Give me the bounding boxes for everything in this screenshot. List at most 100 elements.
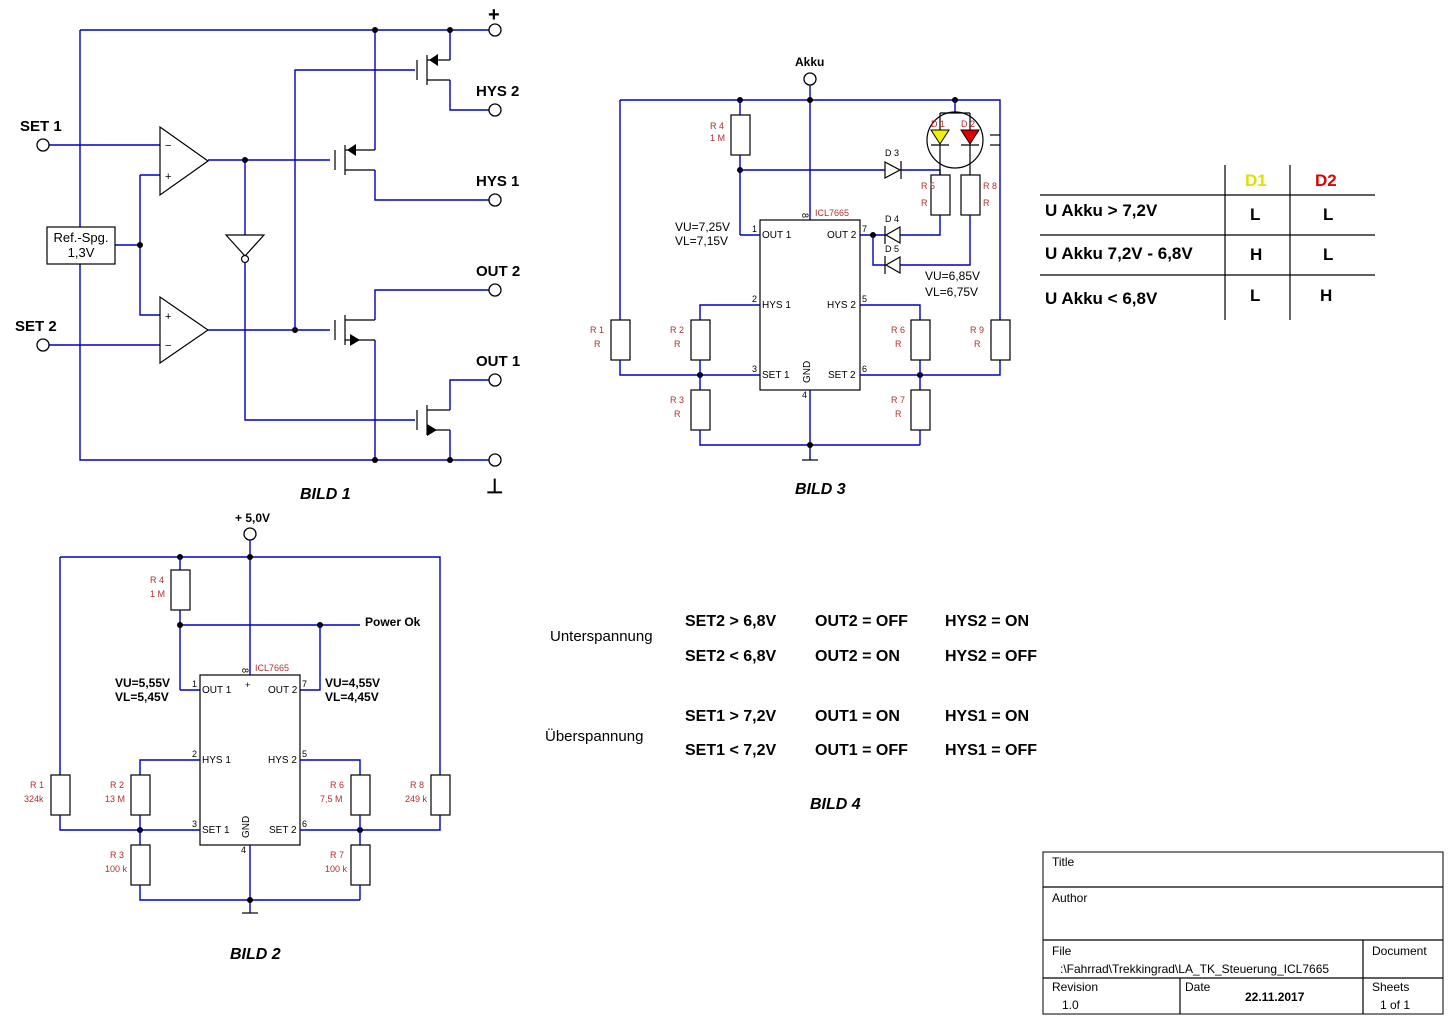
bild3-r6 — [910, 319, 931, 361]
bild3-out1-pin: OUT 1 — [762, 230, 792, 241]
bild3-r7-value: R — [895, 409, 902, 419]
dual-led-d1-d2: D 1 D 2 — [926, 100, 1000, 175]
plus-label: + — [488, 4, 500, 26]
bild4-r1-c1: SET2 > 6,8V — [685, 613, 776, 630]
led-d1-yellow — [930, 129, 950, 145]
comparator-1 — [159, 125, 210, 197]
tb-sheets-value: 1 of 1 — [1380, 998, 1410, 1012]
bild3-pin3: 3 — [752, 364, 757, 374]
bild3-icl7665 — [759, 219, 861, 391]
bild2-r1-name: R 1 — [30, 780, 44, 790]
truth-row2-d1: H — [1250, 245, 1262, 264]
bild4-r4-c3: HYS1 = OFF — [945, 742, 1037, 759]
truth-row1-d1: L — [1250, 205, 1260, 224]
out2-label: OUT 2 — [476, 263, 520, 280]
bild3-battery-monitor: Akku R 4 1 M D 3 ICL7665 8 OUT 1 OUT 2 H… — [590, 55, 1011, 498]
bild3-out2-pin: OUT 2 — [827, 230, 857, 241]
bild3-r7-name: R 7 — [891, 395, 905, 405]
bild3-r3-value: R — [674, 409, 681, 419]
bild2-set1-pin: SET 1 — [202, 825, 230, 836]
bild3-r8-value: R — [983, 198, 990, 208]
bild4-r3-c3: HYS1 = ON — [945, 708, 1029, 725]
truth-row1-label: U Akku > 7,2V — [1045, 201, 1158, 220]
bild2-vl-left: VL=5,45V — [115, 690, 169, 704]
bild3-ic-name: ICL7665 — [815, 208, 849, 218]
comp1-minus: − — [165, 140, 171, 152]
comparator-2 — [159, 295, 210, 365]
inverter — [224, 234, 266, 257]
tb-sheets-label: Sheets — [1372, 980, 1409, 994]
bild4-r2-c3: HYS2 = OFF — [945, 648, 1037, 665]
reference-voltage-box — [46, 226, 116, 265]
bild3-r8-name: R 8 — [983, 181, 997, 191]
bild3-r4-name: R 4 — [710, 121, 724, 131]
akku-label: Akku — [795, 55, 824, 69]
bild2-r8-value: 249 k — [405, 794, 428, 804]
bild2-r4 — [170, 569, 191, 611]
bild2-vl-right: VL=4,45V — [325, 690, 379, 704]
bild2-r7-value: 100 k — [325, 864, 348, 874]
bild3-r4 — [730, 114, 751, 156]
tb-date-value: 22.11.2017 — [1245, 990, 1305, 1004]
bild2-r8-name: R 8 — [410, 780, 424, 790]
bild2-pin2: 2 — [192, 749, 197, 759]
diode-d5 — [884, 255, 901, 275]
bild3-gnd-pin: GND — [802, 361, 813, 383]
bild3-r1-value: R — [594, 339, 601, 349]
bild2-r2-name: R 2 — [110, 780, 124, 790]
bild3-r1 — [610, 319, 631, 361]
bild4-caption: BILD 4 — [810, 796, 861, 813]
bild1-comparator-diagram: Ref.-Spg. 1,3V − + + − — [15, 4, 520, 503]
truth-row2-label: U Akku 7,2V - 6,8V — [1045, 244, 1193, 263]
transistor-hys2 — [416, 54, 450, 85]
bild3-caption: BILD 3 — [795, 481, 846, 498]
d2-label: D 2 — [961, 119, 975, 129]
bild3-vu-left: VU=7,25V — [675, 220, 730, 234]
bild4-state-table: Unterspannung Überspannung SET2 > 6,8V O… — [545, 613, 1037, 813]
bild4-r2-c2: OUT2 = ON — [815, 648, 900, 665]
bild3-r3 — [690, 389, 711, 431]
bild2-pin6: 6 — [302, 819, 307, 829]
ref-label-1: Ref.-Spg. — [54, 230, 109, 245]
ref-label-2: 1,3V — [68, 245, 95, 260]
bild2-r4-value: 1 M — [150, 589, 165, 599]
bild2-pin1: 1 — [192, 679, 197, 689]
tb-file-value: :\Fahrrad\Trekkingrad\LA_TK_Steuerung_IC… — [1060, 962, 1329, 976]
led-d2-red — [960, 129, 980, 145]
bild2-r3-name: R 3 — [110, 850, 124, 860]
bild2-pin7: 7 — [302, 679, 307, 689]
bild2-vu-left: VU=5,55V — [115, 676, 170, 690]
bild2-r3 — [130, 844, 151, 886]
bild2-r6 — [350, 774, 371, 816]
transistor-hys1 — [334, 144, 375, 175]
bild2-r4-name: R 4 — [150, 575, 164, 585]
bild4-r2-c1: SET2 < 6,8V — [685, 648, 776, 665]
bild3-vu-right: VU=6,85V — [925, 269, 980, 283]
bild4-r1-c3: HYS2 = ON — [945, 613, 1029, 630]
bild2-out2-pin: OUT 2 — [268, 685, 298, 696]
bild4-r1-c2: OUT2 = OFF — [815, 613, 908, 630]
bild2-r8 — [430, 774, 451, 816]
power-ok-label: Power Ok — [365, 615, 421, 629]
tb-date-label: Date — [1185, 980, 1211, 994]
bild2-gnd-pin: GND — [241, 816, 252, 838]
bild2-r3-value: 100 k — [105, 864, 128, 874]
comp2-minus: − — [165, 340, 171, 352]
bild2-power-ok-circuit: + 5,0V R 4 1 M Power Ok ICL7665 8 + OUT … — [24, 511, 451, 963]
set2-label: SET 2 — [15, 318, 57, 335]
bild2-pin4: 4 — [241, 845, 246, 855]
bild3-vl-left: VL=7,15V — [675, 234, 728, 248]
hys1-label: HYS 1 — [476, 173, 519, 190]
tb-file-label: File — [1052, 944, 1072, 958]
truth-row3-label: U Akku < 6,8V — [1045, 289, 1158, 308]
truth-row3-d2: H — [1320, 286, 1332, 305]
bild2-caption: BILD 2 — [230, 946, 281, 963]
bild3-vl-right: VL=6,75V — [925, 285, 978, 299]
bild2-vu-right: VU=4,55V — [325, 676, 380, 690]
bild3-r5-value: R — [921, 198, 928, 208]
bild3-pin6: 6 — [862, 364, 867, 374]
tb-title-label: Title — [1052, 855, 1075, 869]
truth-table: D1 D2 U Akku > 7,2V L L U Akku 7,2V - 6,… — [1040, 165, 1375, 320]
bild2-r6-name: R 6 — [330, 780, 344, 790]
bild3-r8 — [960, 174, 981, 216]
